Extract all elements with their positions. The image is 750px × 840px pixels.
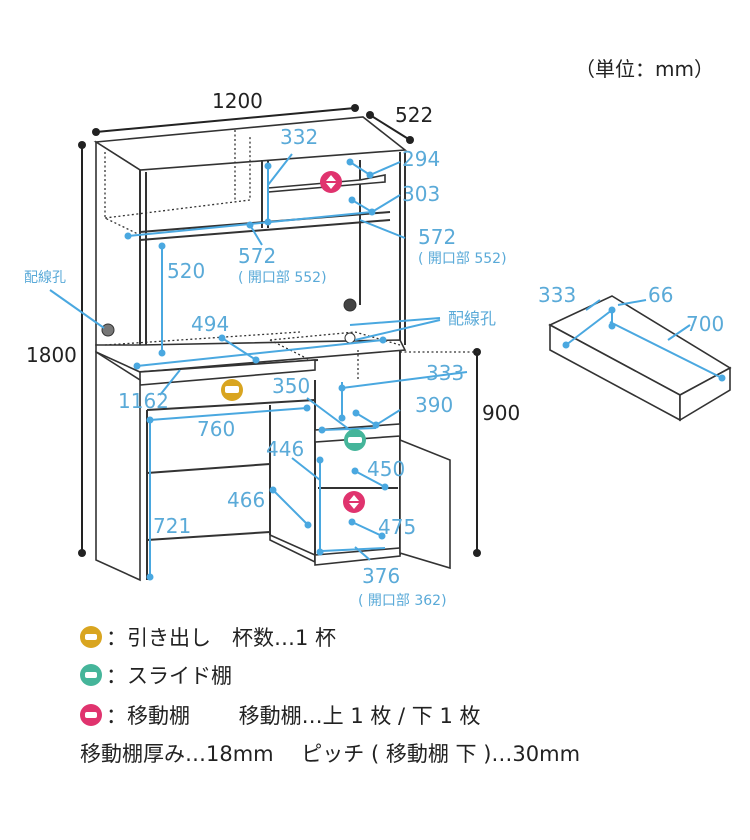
movable-shelf-icon-lower xyxy=(343,491,365,513)
wire-hole-back xyxy=(343,298,357,312)
movable-shelf-icon-upper xyxy=(320,171,342,193)
dim-lower-height: 900 xyxy=(482,401,520,425)
dim-knee-width: 760 xyxy=(197,417,235,441)
dim-drawer-width: 700 xyxy=(686,312,724,336)
overall-dimensions: 1200 522 1800 900 xyxy=(26,89,520,557)
wire-hole-left xyxy=(101,323,115,337)
dim-shelf-depth-1: 294 xyxy=(402,147,440,171)
dim-cab-width: 376 xyxy=(362,564,400,588)
dim-knee-height: 721 xyxy=(153,514,191,538)
wire-hole-top xyxy=(344,332,356,344)
dim-upper-depth-left: 572 xyxy=(238,244,276,268)
dim-drawer-depth: 333 xyxy=(538,283,576,307)
inner-dimension-lines xyxy=(124,153,468,581)
wire-hole-label-left: 配線孔 xyxy=(24,270,66,286)
dim-upper-inner-height: 520 xyxy=(167,259,205,283)
dim-depth: 522 xyxy=(395,103,433,127)
dim-side-depth: 466 xyxy=(227,488,265,512)
slide-shelf-legend-icon xyxy=(80,664,102,686)
legend-slide-shelf: ：スライド棚 xyxy=(80,660,232,690)
dim-upper-inner-width: 332 xyxy=(280,125,318,149)
drawer-detail: 333 66 700 xyxy=(538,283,732,422)
dim-upper-depth-right: 572 xyxy=(418,225,456,249)
slide-shelf-icon xyxy=(344,429,366,451)
dim-desk-width: 1162 xyxy=(118,389,169,413)
dim-shelf-depth-2: 303 xyxy=(402,182,440,206)
dim-cab-shelf-depth: 450 xyxy=(367,457,405,481)
dim-cab-height-upper: 333 xyxy=(426,361,464,385)
dim-height: 1800 xyxy=(26,343,77,367)
cabinet-illustration xyxy=(93,116,480,582)
upper-opening-right: ( 開口部 552) xyxy=(418,251,507,267)
legend-movable-shelf-text: ：移動棚 移動棚…上 1 枚 / 下 1 枚 xyxy=(106,704,481,728)
movable-shelf-legend-icon xyxy=(80,704,102,726)
dim-drawer-inner: 350 xyxy=(272,374,310,398)
dim-cab-inner-height: 446 xyxy=(266,437,304,461)
drawer-icon xyxy=(221,379,243,401)
unit-label: （単位：mm） xyxy=(575,57,714,81)
legend-note: 移動棚厚み…18mm ピッチ ( 移動棚 下 )…30mm xyxy=(80,738,580,768)
dim-slide-depth: 390 xyxy=(415,393,453,417)
legend-note-text: 移動棚厚み…18mm ピッチ ( 移動棚 下 )…30mm xyxy=(80,742,581,766)
wire-hole-label-right: 配線孔 xyxy=(448,309,496,328)
legend-slide-shelf-text: ：スライド棚 xyxy=(106,664,232,688)
dim-cab-bottom-depth: 475 xyxy=(378,515,416,539)
dimension-labels: 332 294 303 572 ( 開口部 552) 572 ( 開口部 552… xyxy=(24,125,507,609)
legend-movable-shelf: ：移動棚 移動棚…上 1 枚 / 下 1 枚 xyxy=(80,700,481,730)
drawer-legend-icon xyxy=(80,626,102,648)
legend-drawer-text: ：引き出し 杯数…1 杯 xyxy=(106,626,337,650)
dim-width: 1200 xyxy=(212,89,263,113)
upper-opening-left: ( 開口部 552) xyxy=(238,270,327,286)
dim-desk-depth: 494 xyxy=(191,312,229,336)
legend-drawer: ：引き出し 杯数…1 杯 xyxy=(80,622,336,652)
dim-drawer-height: 66 xyxy=(648,283,673,307)
cab-opening: ( 開口部 362) xyxy=(358,593,447,609)
